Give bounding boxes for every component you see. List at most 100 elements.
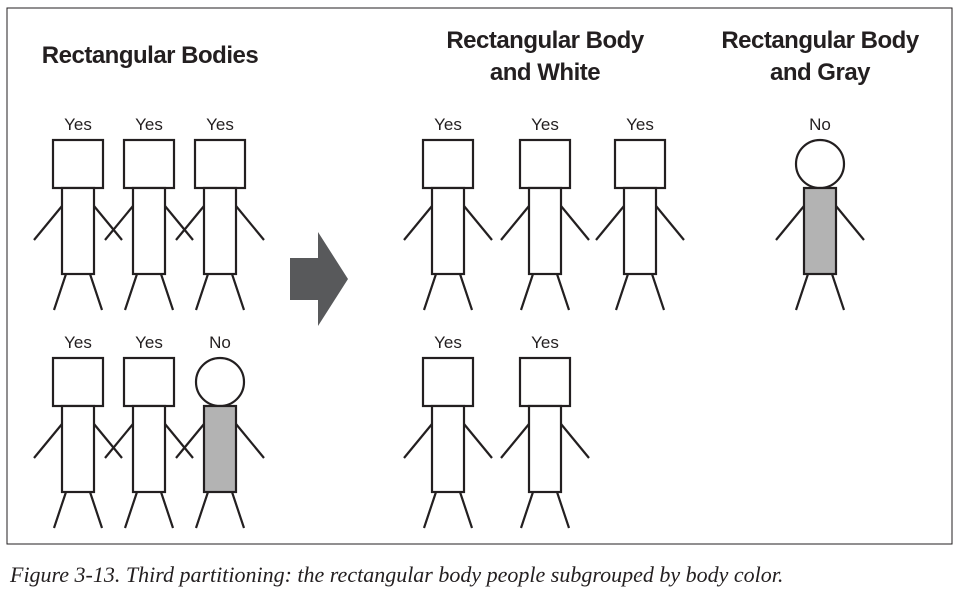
left-arm [33,423,63,459]
figure-label: Yes [626,115,654,134]
left-leg [123,273,139,311]
figure-label: Yes [206,115,234,134]
circle-head [194,356,246,408]
stick-figure: No [175,333,265,529]
left-leg [52,273,68,311]
title-gray-line2: and Gray [770,59,871,86]
title-gray-line1: Rectangular Body [721,27,920,54]
arrow-right-icon [290,232,348,326]
gray-body [802,186,838,276]
right-arm [93,205,123,241]
left-leg [422,273,438,311]
left-leg [614,273,630,311]
right-leg [230,491,246,529]
left-leg [794,273,810,311]
figure-label: Yes [135,333,163,352]
square-head [518,356,572,408]
square-head [518,138,572,190]
white-body [430,404,466,494]
white-body [202,186,238,276]
right-arm [835,205,865,241]
left-arm [500,423,530,459]
stick-figure: Yes [595,115,685,311]
stick-figure: Yes [403,333,493,529]
figure-label: Yes [531,115,559,134]
square-head [421,138,475,190]
figure-frame [6,7,953,545]
left-arm [403,423,433,459]
left-arm [33,205,63,241]
right-arm [164,423,194,459]
white-body [131,404,167,494]
white-body [60,186,96,276]
stick-figure: Yes [500,115,590,311]
square-head [122,138,176,190]
white-body [622,186,658,276]
left-arm [104,205,134,241]
left-arm [500,205,530,241]
left-arm [775,205,805,241]
title-white-line1: Rectangular Body [446,27,645,54]
left-leg [519,273,535,311]
left-leg [519,491,535,529]
right-leg [230,273,246,311]
figure-label: No [209,333,231,352]
figure-label: Yes [64,115,92,134]
figure-label: Yes [434,333,462,352]
stick-figure: Yes [403,115,493,311]
stick-figure: Yes [33,333,123,529]
right-leg [555,273,571,311]
right-leg [159,491,175,529]
left-leg [123,491,139,529]
figure-label: Yes [135,115,163,134]
figure-label: Yes [64,333,92,352]
white-body [527,186,563,276]
right-arm [463,205,493,241]
gray-body [202,404,238,494]
square-head [122,356,176,408]
left-arm [403,205,433,241]
right-arm [235,423,265,459]
title-rectangular-bodies: Rectangular Bodies [42,42,259,69]
right-leg [88,491,104,529]
right-leg [555,491,571,529]
title-white-line2: and White [490,59,600,86]
square-head [51,356,105,408]
right-arm [560,205,590,241]
figure-label: Yes [434,115,462,134]
left-leg [422,491,438,529]
white-body [131,186,167,276]
left-leg [52,491,68,529]
right-arm [164,205,194,241]
circle-head [794,138,846,190]
square-head [51,138,105,190]
right-leg [458,491,474,529]
stick-figure: Yes [33,115,123,311]
right-leg [830,273,846,311]
figure-label: Yes [531,333,559,352]
square-head [193,138,247,190]
right-leg [650,273,666,311]
left-arm [175,423,205,459]
stick-figure: Yes [104,333,194,529]
stick-figure: Yes [104,115,194,311]
right-arm [560,423,590,459]
right-arm [655,205,685,241]
left-arm [104,423,134,459]
right-leg [88,273,104,311]
stick-figure: Yes [500,333,590,529]
left-arm [175,205,205,241]
gray-group: No [775,115,865,311]
right-arm [463,423,493,459]
square-head [613,138,667,190]
stick-figure: Yes [175,115,265,311]
right-arm [235,205,265,241]
left-arm [595,205,625,241]
stick-figure: No [775,115,865,311]
white-body [60,404,96,494]
right-arm [93,423,123,459]
square-head [421,356,475,408]
